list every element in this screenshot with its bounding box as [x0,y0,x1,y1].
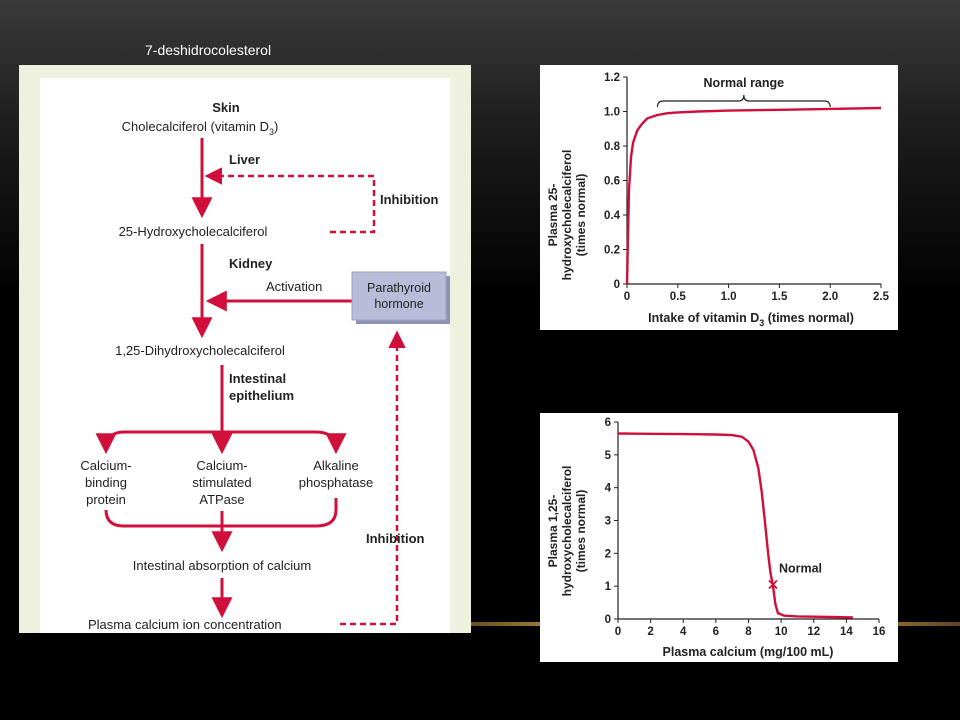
label-cbp-2: binding [85,475,127,490]
chart-2-series-line [617,432,853,619]
label-cholecalciferol: Cholecalciferol (vitamin D3) [122,119,279,137]
chart-2-normal-marker [768,579,778,590]
chart-2-ylabel-3: (times normal) [574,490,588,573]
label-intestinal-1: Intestinal [229,371,286,386]
arrow-inhibition-liver [204,167,376,234]
chart-2-y-tick-label: 0 [605,614,611,626]
chart-2-x-tick-label: 2 [647,626,653,638]
chart-1-series-line [625,106,882,285]
chart-2-x-tick-label: 8 [745,626,752,638]
arrow-inhibition-pth [340,330,406,626]
label-alk-2: phosphatase [299,475,373,490]
chart-2-x-tick-label: 12 [807,626,820,638]
chart-1-y-tick-label: 0.6 [604,176,620,188]
chart-plasma-calcium: Plasma 1,25- hydroxycholecalciferol (tim… [540,413,898,662]
label-plasma-calcium: Plasma calcium ion concentration [88,617,282,632]
chart-2-annotation: Normal [779,562,822,576]
chart-2-y-tick-label: 1 [605,581,612,593]
label-liver: Liver [229,152,260,167]
chart-2-ylabel-1: Plasma 1,25- [546,495,560,568]
slide-title: 7-deshidrocolesterol [145,42,272,58]
label-atpase-3: ATPase [199,492,244,507]
chart-2-y-tick-label: 6 [605,417,611,429]
chart-1-svg: Plasma 25- hydroxycholecalciferol (times… [546,72,890,328]
label-absorption: Intestinal absorption of calcium [133,558,311,573]
label-pth-1: Parathyroid [367,281,431,295]
label-atpase-2: stimulated [192,475,251,490]
chart-1-y-tick-label: 1.2 [604,72,620,84]
label-inhibition-bottom: Inhibition [366,531,425,546]
chart-2-y-tick-label: 2 [605,548,611,560]
label-25-hydroxy: 25-Hydroxycholecalciferol [119,224,268,239]
chart-1-ylabel-3: (times normal) [574,174,588,257]
label-cbp-1: Calcium- [80,458,131,473]
label-pth-2: hormone [374,297,423,311]
chart-1-x-tick-label: 1.5 [771,291,788,303]
chart-1-x-tick-label: 0 [624,291,630,303]
label-intestinal-2: epithelium [229,388,294,403]
chart-1-x-tick-label: 2.5 [873,291,890,303]
chart-1-x-tick-label: 2.0 [822,291,838,303]
chart-2-x-tick-label: 16 [873,626,886,638]
label-skin: Skin [212,100,240,115]
chart-2-x-tick-label: 6 [713,626,719,638]
merge-line [104,498,338,528]
chart-1-y-tick-label: 0.2 [604,245,620,257]
label-activation: Activation [266,279,322,294]
chart-1-normal-range-brace [656,94,831,108]
chart-1-y-tick-label: 0 [614,279,620,291]
pth-box [351,271,447,321]
label-atpase-1: Calcium- [196,458,247,473]
chart-1-x-tick-label: 1.0 [721,291,737,303]
chart-2-x-tick-label: 4 [680,626,687,638]
chart-1-annotation: Normal range [704,76,785,90]
label-1-25-dihydroxy: 1,25-Dihydroxycholecalciferol [115,343,285,358]
chart-2-y-tick-label: 5 [605,450,612,462]
chart-1-y-tick-label: 0.8 [604,141,621,153]
vitamin-d-pathway-panel: Skin Cholecalciferol (vitamin D3) Liver … [19,65,471,633]
chart-1-xlabel: Intake of vitamin D3 (times normal) [648,311,854,328]
chart-2-x-tick-label: 0 [615,626,621,638]
chart-2-ylabel-2: hydroxycholecalciferol [560,466,574,597]
chart-1-ylabel-2: hydroxycholecalciferol [560,150,574,281]
label-inhibition-top: Inhibition [380,192,439,207]
chart-2-svg: Plasma 1,25- hydroxycholecalciferol (tim… [546,417,886,659]
chart-1-x-tick-label: 0.5 [670,291,687,303]
label-alk-1: Alkaline [313,458,359,473]
chart-1-y-tick-label: 1.0 [604,107,620,119]
label-kidney: Kidney [229,256,273,271]
chart-vitamin-d-intake: Plasma 25- hydroxycholecalciferol (times… [540,65,898,330]
chart-2-y-tick-label: 4 [605,483,612,495]
chart-2-xlabel: Plasma calcium (mg/100 mL) [663,645,834,659]
chart-2-y-tick-label: 3 [605,516,611,528]
chart-2-x-tick-label: 10 [775,626,788,638]
diagram-area: Skin Cholecalciferol (vitamin D3) Liver … [40,78,450,633]
chart-2-x-tick-label: 14 [840,626,853,638]
chart-1-y-tick-label: 0.4 [604,210,621,222]
label-cbp-3: protein [86,492,126,507]
pathway-diagram: Skin Cholecalciferol (vitamin D3) Liver … [80,100,450,632]
chart-1-ylabel-1: Plasma 25- [546,184,560,247]
